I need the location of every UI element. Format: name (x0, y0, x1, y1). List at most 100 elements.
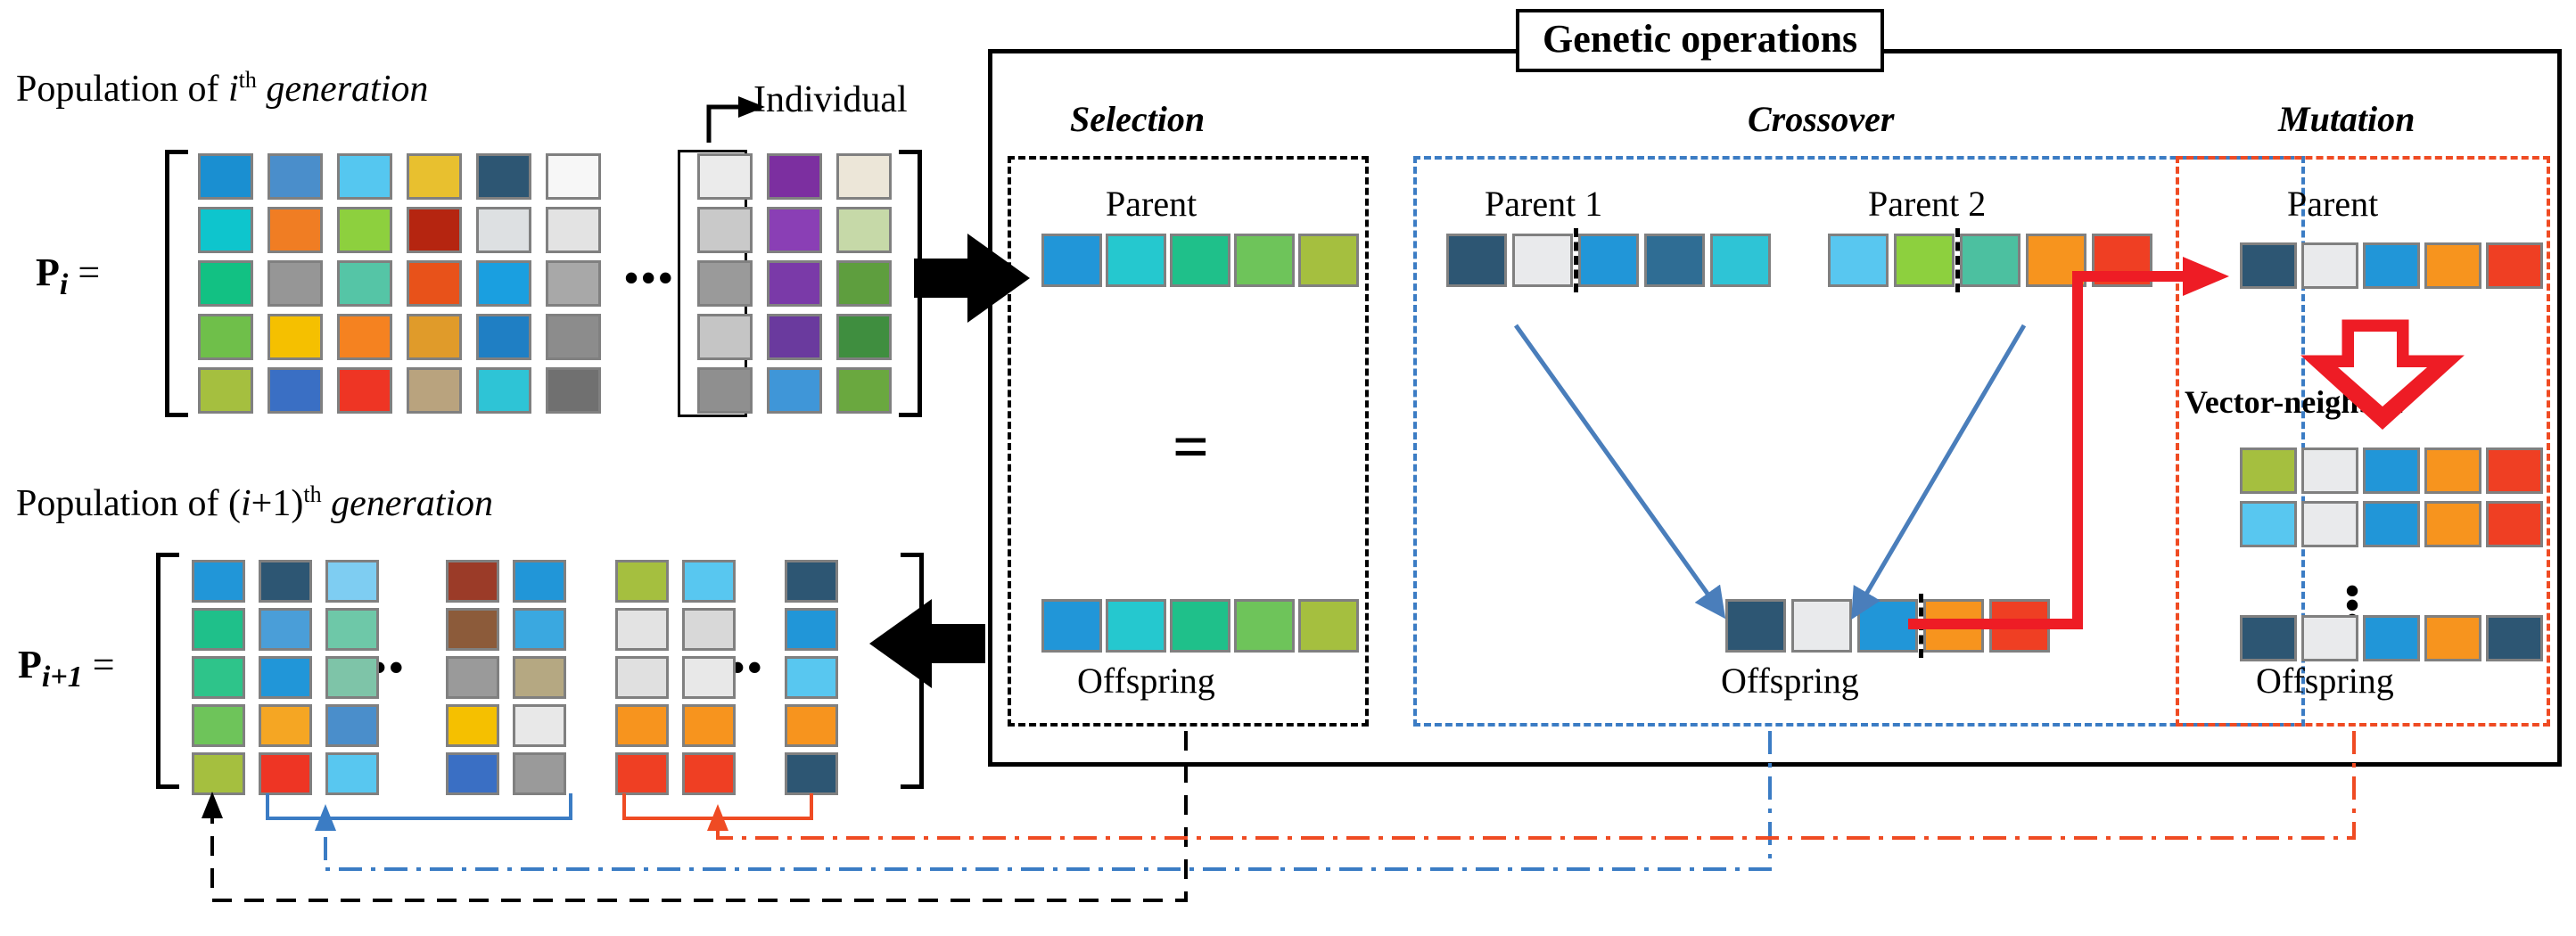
matrix-i1-cell (682, 560, 736, 603)
matrix-i1-cell (785, 704, 838, 747)
matrix-i1-cell (615, 752, 669, 795)
matrix-i1-cell (446, 608, 499, 651)
matrix-i1-cell (785, 608, 838, 651)
crossover-parent2-cut-line (1955, 228, 1960, 292)
mutation-neighbor-row2-cell (2363, 501, 2420, 547)
mutation-offspring-cell (2363, 615, 2420, 661)
selection-parent-cell (1234, 234, 1295, 287)
matrix-i1-cell (259, 560, 312, 603)
population-i-title: Population of ith generation (16, 67, 428, 111)
crossover-offspring-cell (1923, 599, 1984, 653)
matrix-i1-cell (259, 608, 312, 651)
crossover-offspring-cell (1725, 599, 1786, 653)
crossover-parent1-cell (1644, 234, 1705, 287)
selection-offspring-cell (1234, 599, 1295, 653)
crossover-parent2-label: Parent 2 (1868, 184, 1987, 224)
matrix-i-cell (476, 207, 531, 253)
matrix-i-cell (198, 367, 253, 414)
matrix-i-cell (267, 153, 323, 200)
matrix-i-cell (407, 153, 462, 200)
matrix-i-cell (546, 314, 601, 360)
matrix-i1-cell (615, 656, 669, 699)
matrix-i1-bracket-left (156, 553, 179, 789)
matrix-i-cell (697, 153, 753, 200)
matrix-i1-cell (446, 560, 499, 603)
matrix-i-cell (546, 260, 601, 307)
matrix-i1-cell (192, 608, 245, 651)
crossover-parent1-cell (1446, 234, 1507, 287)
matrix-i-cell (267, 314, 323, 360)
matrix-i-ellipsis: ••• (624, 255, 676, 300)
matrix-i-cell (767, 207, 822, 253)
mutation-title: Mutation (2278, 99, 2416, 139)
matrix-i-cell (198, 153, 253, 200)
matrix-i1-p: P (18, 643, 42, 686)
matrix-i1-cell (325, 704, 379, 747)
matrix-i-bracket-left (165, 150, 188, 417)
mutation-vector-neighbor-label: Vector-neighbor (2185, 384, 2407, 420)
crossover-parent1-cut-line (1574, 228, 1578, 292)
matrix-i-cell (767, 367, 822, 414)
crossover-parent2-cell (1894, 234, 1955, 287)
population-i-suffix: generation (256, 69, 429, 110)
selection-equals-sign: = (1173, 411, 1210, 482)
mutation-neighbor-row1-cell (2486, 447, 2543, 494)
matrix-i1-cell (259, 704, 312, 747)
matrix-i1-cell (513, 704, 566, 747)
matrix-i1-cell (682, 704, 736, 747)
matrix-i1-cell (259, 656, 312, 699)
mutation-neighbor-row2-cell (2240, 501, 2297, 547)
matrix-i-cell (337, 260, 392, 307)
mutation-neighbor-row1-cell (2424, 447, 2481, 494)
population-i-var: i (228, 69, 239, 110)
matrix-i-cell (836, 260, 892, 307)
matrix-i-cell (267, 207, 323, 253)
selection-title: Selection (1070, 99, 1206, 139)
matrix-i1-cell (513, 752, 566, 795)
matrix-i-cell (407, 314, 462, 360)
matrix-i1-cell (325, 608, 379, 651)
matrix-i1-equals: = (92, 643, 115, 686)
mutation-parent-cell (2301, 242, 2358, 289)
mutation-offspring-cell (2240, 615, 2297, 661)
crossover-title: Crossover (1748, 99, 1895, 139)
matrix-i1-cell (446, 752, 499, 795)
matrix-i-cell (267, 260, 323, 307)
matrix-i1-cell (325, 560, 379, 603)
matrix-i-cell (267, 367, 323, 414)
population-i1-var: i (240, 483, 251, 524)
matrix-i-cell (337, 207, 392, 253)
matrix-i-bracket-right (899, 150, 922, 417)
matrix-i-cell (337, 367, 392, 414)
crossover-offspring-cell (1857, 599, 1918, 653)
selection-offspring-label: Offspring (1077, 661, 1215, 701)
matrix-i1-cell (785, 752, 838, 795)
mutation-neighbor-row2-cell (2486, 501, 2543, 547)
matrix-i1-cell (325, 752, 379, 795)
matrix-i-cell (476, 260, 531, 307)
matrix-i1-cell (615, 608, 669, 651)
matrix-i1-cell (446, 656, 499, 699)
matrix-i-cell (337, 153, 392, 200)
matrix-i1-cell (682, 608, 736, 651)
genetic-operations-title: Genetic operations (1543, 17, 1858, 61)
population-i1-mid: +1) (251, 483, 304, 524)
population-i-sup: th (238, 67, 257, 93)
mutation-offspring-cell (2301, 615, 2358, 661)
crossover-parent2-cell (2026, 234, 2086, 287)
matrix-i1-cell (192, 752, 245, 795)
population-i1-title: Population of (i+1)th generation (16, 481, 493, 525)
matrix-i1-cell (615, 704, 669, 747)
matrix-i-cell (198, 314, 253, 360)
matrix-i1-cell (446, 704, 499, 747)
genetic-operations-title-box: Genetic operations (1516, 9, 1885, 72)
matrix-i1-bracket-right (901, 553, 924, 789)
matrix-i-equals: = (78, 250, 101, 294)
matrix-i-cell (767, 314, 822, 360)
population-i-prefix: Population of (16, 69, 228, 110)
selection-offspring-cell (1041, 599, 1102, 653)
matrix-i-cell (546, 367, 601, 414)
matrix-i1-subscript: i+1 (41, 660, 83, 694)
selection-offspring-cell (1170, 599, 1230, 653)
matrix-i1-cell (325, 656, 379, 699)
